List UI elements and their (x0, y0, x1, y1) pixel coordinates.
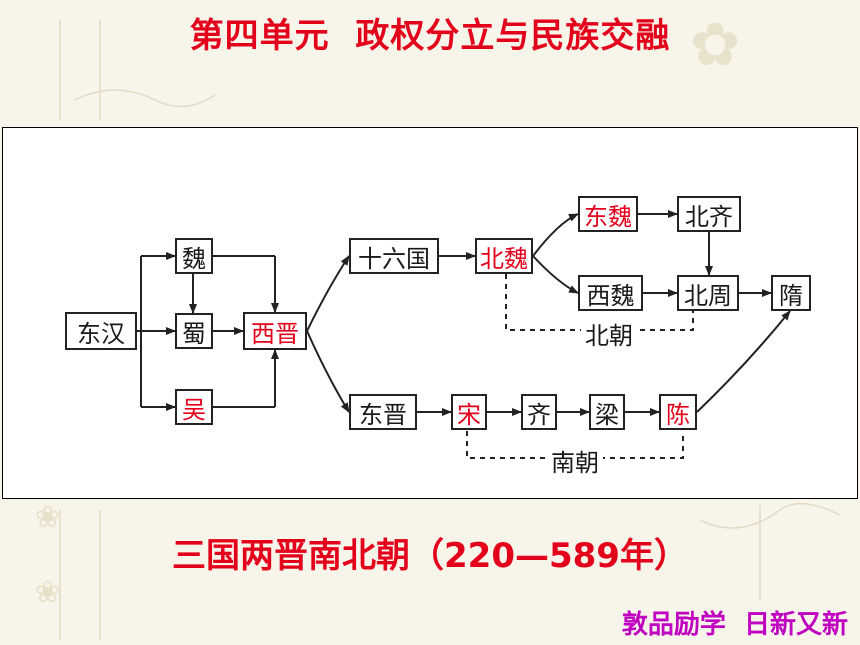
group-label-north: 北朝 (581, 316, 637, 351)
node-chen: 陈 (659, 394, 697, 430)
node-shiliuguo: 十六国 (349, 238, 439, 274)
node-shu: 蜀 (175, 313, 213, 349)
node-wu: 吴 (175, 389, 213, 425)
school-motto: 敦品励学 日新又新 (621, 610, 848, 640)
node-beizhou: 北周 (677, 275, 739, 311)
seal-decoration: ❀ (35, 575, 61, 610)
page-title: 第四单元 政权分立与民族交融 (189, 16, 671, 56)
node-sui: 隋 (771, 275, 811, 311)
node-song: 宋 (451, 394, 487, 430)
group-label-south: 南朝 (547, 443, 603, 478)
node-dongjin: 东晋 (349, 394, 417, 430)
node-beiwei: 北魏 (475, 238, 533, 274)
node-wei: 魏 (175, 238, 213, 274)
node-xiwei: 西魏 (578, 275, 643, 311)
dynasty-diagram: 东汉 魏 蜀 吴 西晋 十六国 北魏 东魏 西魏 北齐 北周 隋 东晋 宋 齐 … (2, 127, 858, 499)
node-donghan: 东汉 (65, 312, 137, 350)
node-beiqi: 北齐 (677, 196, 741, 232)
node-liang: 梁 (589, 394, 625, 430)
node-dongwei: 东魏 (578, 196, 638, 232)
period-subtitle: 三国两晋南北朝（220—589年） (172, 536, 688, 576)
node-qi: 齐 (521, 394, 557, 430)
node-xijin: 西晋 (243, 312, 307, 350)
